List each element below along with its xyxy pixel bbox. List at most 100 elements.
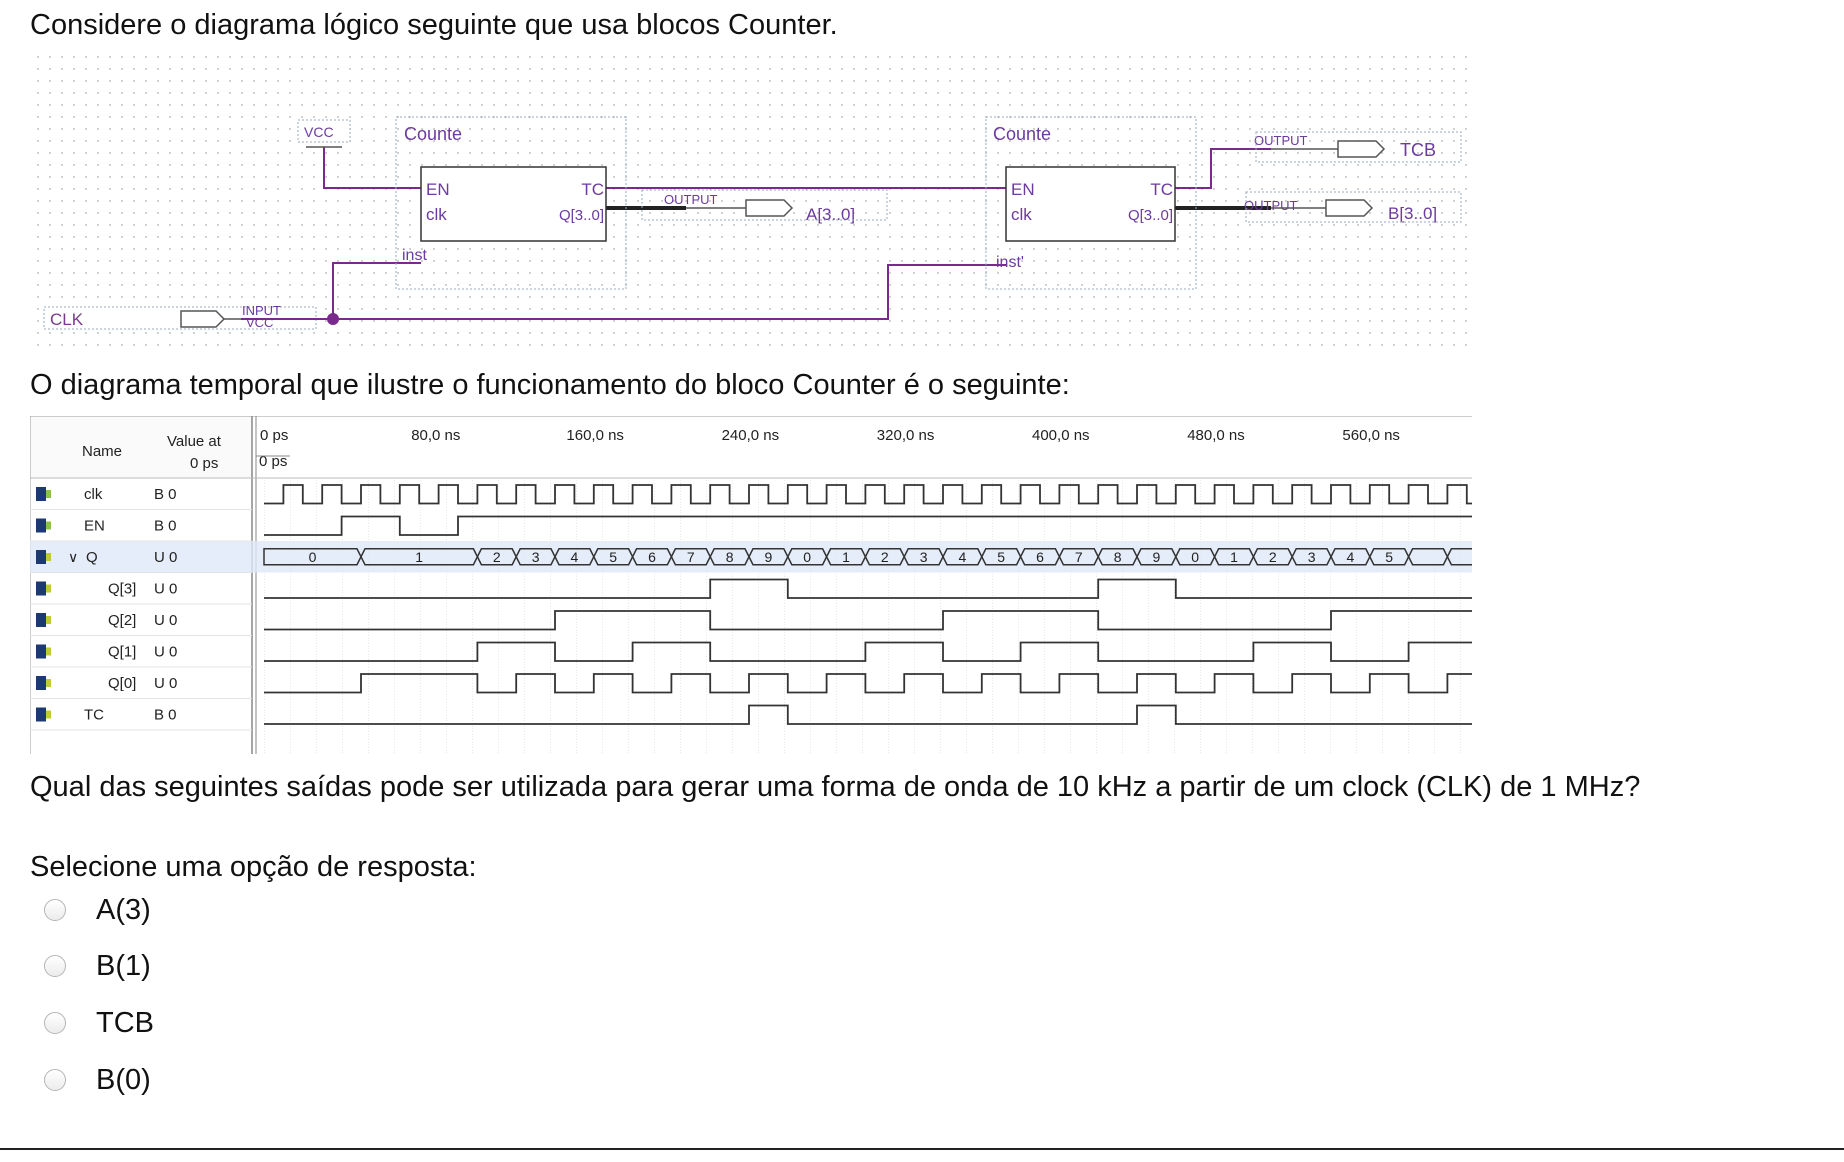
vcc-top-label: VCC xyxy=(304,124,334,140)
option-tcb-radio[interactable] xyxy=(44,1012,66,1034)
tcb-label: TCB xyxy=(1400,140,1436,160)
block1-clk-pin: clk xyxy=(426,205,447,224)
block2-q-pin: Q[3..0] xyxy=(1128,207,1173,224)
time-label: 240,0 ns xyxy=(722,427,780,444)
time-label: 560,0 ns xyxy=(1342,427,1400,444)
bus-value: 1 xyxy=(415,549,423,565)
bus-segment xyxy=(980,548,1022,566)
option-b1-radio[interactable] xyxy=(44,955,66,977)
bus-segment xyxy=(1058,548,1100,566)
time-label: 0 ps xyxy=(260,427,288,444)
output-a-frame xyxy=(641,189,888,221)
output-b-frame xyxy=(1245,191,1462,223)
bus-value: 1 xyxy=(1230,549,1238,565)
a-bus-label: A[3..0] xyxy=(806,205,855,224)
name-column-header: Name xyxy=(82,443,122,460)
block1-inst: inst xyxy=(402,247,427,264)
output-pin-icon xyxy=(36,613,51,627)
option-a3-radio[interactable] xyxy=(44,899,66,921)
output-b-label: OUTPUT xyxy=(1244,198,1298,213)
question-intro: Considere o diagrama lógico seguinte que… xyxy=(30,9,838,41)
timing-intro: O diagrama temporal que ilustre o funcio… xyxy=(30,369,1070,401)
output-b-arrow xyxy=(1325,199,1374,217)
vcc-bottom-label: VCC xyxy=(246,315,273,330)
option-tcb-label[interactable]: TCB xyxy=(96,1006,154,1039)
question-prompt: Qual das seguintes saídas pode ser utili… xyxy=(30,771,1641,803)
signal-value: B 0 xyxy=(154,486,177,503)
value-column-header-time: 0 ps xyxy=(190,455,218,472)
bus-segment xyxy=(1252,548,1294,566)
signal-name[interactable]: Q[1] xyxy=(108,644,136,661)
option-a3-label[interactable]: A(3) xyxy=(96,893,151,926)
bus-segment xyxy=(1213,548,1255,566)
option-b0-radio[interactable] xyxy=(44,1069,66,1091)
signal-name[interactable]: Q[2] xyxy=(108,612,136,629)
clk-pin-label: CLK xyxy=(50,310,84,329)
option-b0[interactable]: B(0) xyxy=(44,1058,151,1102)
signal-value: B 0 xyxy=(154,707,177,724)
bus-value: 4 xyxy=(571,549,579,565)
bus-value: 6 xyxy=(1036,549,1044,565)
signal-name[interactable]: TC xyxy=(84,707,104,724)
option-a3[interactable]: A(3) xyxy=(44,888,151,932)
signal-name[interactable]: clk xyxy=(84,486,103,503)
bus-segment xyxy=(1136,548,1177,566)
waveform xyxy=(264,578,1472,599)
option-tcb[interactable]: TCB xyxy=(44,1001,154,1045)
waveform xyxy=(264,484,1472,505)
block2-tc-pin: TC xyxy=(1150,180,1173,199)
output-pin-icon xyxy=(36,707,51,722)
select-instruction: Selecione uma opção de resposta: xyxy=(30,851,477,883)
bus-value: 7 xyxy=(687,549,695,565)
waveform xyxy=(264,610,1472,631)
bus-value: 4 xyxy=(959,549,967,565)
bus-segment xyxy=(360,548,479,566)
counter-block-1-frame xyxy=(395,116,627,290)
bus-segment xyxy=(825,548,867,566)
signal-name[interactable]: EN xyxy=(84,518,105,535)
counter-block-2-frame xyxy=(985,116,1197,290)
time-label: 80,0 ns xyxy=(411,427,460,444)
bus-segment xyxy=(670,548,712,566)
output-pin-icon xyxy=(36,581,51,596)
bus-value: 3 xyxy=(1308,549,1316,565)
bus-segment xyxy=(1019,548,1061,566)
signal-name[interactable]: Q[3] xyxy=(108,581,136,598)
option-b1-label[interactable]: B(1) xyxy=(96,949,151,982)
bus-segment xyxy=(263,548,362,566)
bus-segment xyxy=(786,548,828,566)
output-tcb-label: OUTPUT xyxy=(1254,133,1308,148)
block1-en-pin: EN xyxy=(426,180,450,199)
signal-value: U 0 xyxy=(154,549,177,566)
block2-en-pin: EN xyxy=(1011,180,1035,199)
cursor-time-label: 0 ps xyxy=(259,453,287,470)
counter-block-1-title: Counte xyxy=(404,124,462,144)
option-b1[interactable]: B(1) xyxy=(44,944,151,988)
option-b0-label[interactable]: B(0) xyxy=(96,1063,151,1096)
bus-value: 9 xyxy=(1153,549,1161,565)
value-column-header: Value at xyxy=(167,433,222,450)
input-pin-icon xyxy=(36,487,51,501)
wires xyxy=(241,147,1271,320)
bus-segment xyxy=(592,548,634,566)
bus-segment xyxy=(709,548,750,566)
bus-segment xyxy=(1446,548,1472,566)
bus-segment xyxy=(1407,548,1449,566)
signal-name[interactable]: Q[0] xyxy=(108,675,136,692)
counter-block-1 xyxy=(420,166,607,242)
signal-name[interactable]: Q xyxy=(86,549,98,566)
bus-value: 2 xyxy=(1269,549,1277,565)
output-a-arrow xyxy=(745,199,794,217)
bus-segment xyxy=(903,548,944,566)
clk-junction xyxy=(327,313,339,325)
bus-value: 7 xyxy=(1075,549,1083,565)
bus-value: 3 xyxy=(532,549,540,565)
clk-pin-box xyxy=(43,306,317,330)
bus-value: 9 xyxy=(765,549,773,565)
bus-value: 6 xyxy=(648,549,656,565)
time-label: 320,0 ns xyxy=(877,427,935,444)
expand-chevron-icon[interactable]: ∨ xyxy=(68,549,78,565)
bottom-divider xyxy=(0,1148,1844,1150)
